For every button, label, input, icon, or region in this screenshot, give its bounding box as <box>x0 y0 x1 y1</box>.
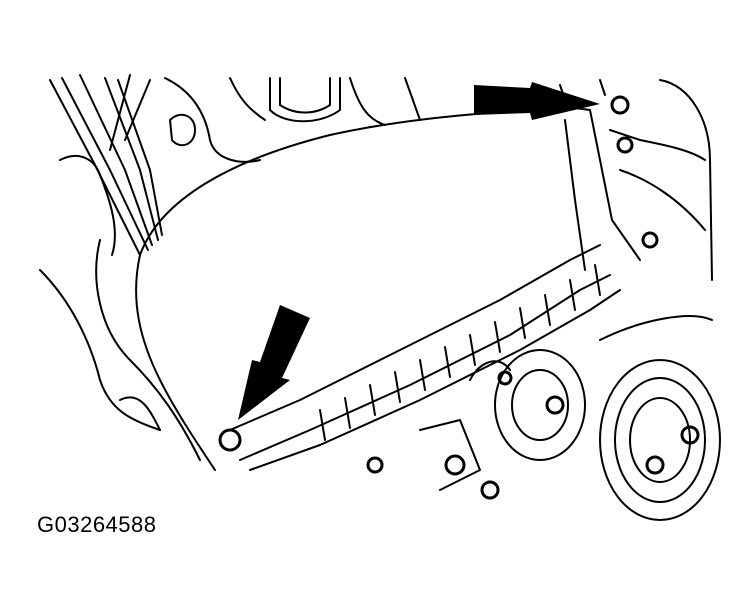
upper-housing <box>60 78 420 255</box>
figure-id-label: G03264588 <box>37 512 157 537</box>
lower-left-arrow-icon <box>238 305 310 420</box>
bolts <box>220 97 698 498</box>
upper-right-arrow-icon <box>474 82 600 120</box>
upper-bracket <box>560 80 712 280</box>
pulleys <box>420 316 720 520</box>
belt-lines <box>50 75 162 255</box>
rail-guard <box>230 245 620 470</box>
